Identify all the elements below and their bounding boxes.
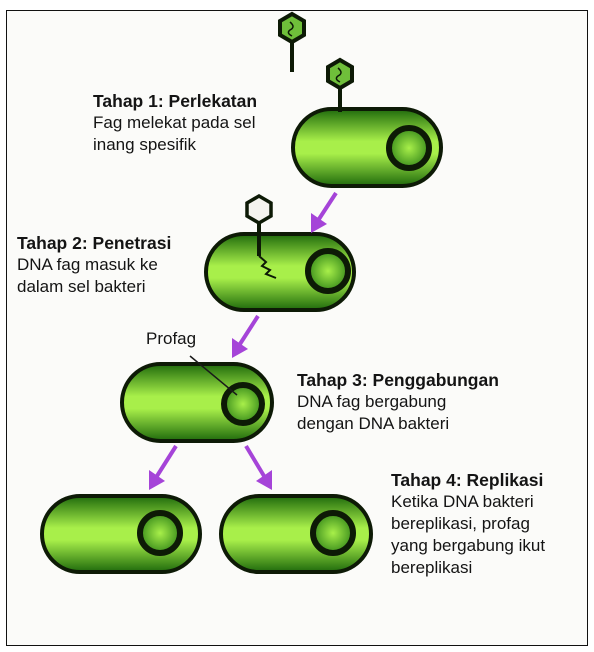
stage-1-line-2: inang spesifik — [93, 134, 257, 156]
stage-1-label: Tahap 1: Perlekatan Fag melekat pada sel… — [93, 90, 257, 156]
arrow-stage-3-to-4-right — [246, 446, 272, 490]
stage-3-label: Tahap 3: Penggabungan DNA fag bergabung … — [297, 369, 499, 435]
stage-4-line-1: Ketika DNA bakteri — [391, 491, 545, 513]
stage-3-line-2: dengan DNA bakteri — [297, 413, 499, 435]
stage-4-title: Tahap 4: Replikasi — [391, 469, 545, 491]
bacterial-cell-stage-3 — [122, 356, 272, 441]
stage-4-line-3: yang bergabung ikut — [391, 535, 545, 557]
stage-4-line-4: bereplikasi — [391, 557, 545, 579]
stage-1-title: Tahap 1: Perlekatan — [93, 90, 257, 112]
bacterial-cell-stage-2 — [206, 234, 354, 310]
bacteriophage-attached-icon — [328, 60, 352, 112]
arrow-stage-1-to-2 — [311, 193, 336, 233]
bacterial-chromosome-icon — [308, 251, 348, 291]
stage-2-line-1: DNA fag masuk ke — [17, 254, 171, 276]
bacterial-chromosome-icon — [140, 513, 180, 553]
stage-4-label: Tahap 4: Replikasi Ketika DNA bakteri be… — [391, 469, 545, 579]
stage-3-line-1: DNA fag bergabung — [297, 391, 499, 413]
stage-3-title: Tahap 3: Penggabungan — [297, 369, 499, 391]
stage-2-title: Tahap 2: Penetrasi — [17, 232, 171, 254]
bacterial-chromosome-icon — [224, 385, 262, 423]
stage-4-line-2: bereplikasi, profag — [391, 513, 545, 535]
arrow-stage-3-to-4-left — [149, 446, 176, 490]
arrow-stage-2-to-3 — [232, 316, 258, 358]
bacteriophage-icon — [280, 14, 304, 72]
bacterial-chromosome-icon — [389, 128, 429, 168]
stage-1-line-1: Fag melekat pada sel — [93, 112, 257, 134]
bacterial-cell-stage-4-left — [42, 496, 200, 572]
bacterial-chromosome-icon — [313, 513, 353, 553]
prophage-label: Profag — [146, 328, 196, 350]
bacterial-cell-stage-4-right — [221, 496, 371, 572]
bacterial-cell-stage-1 — [293, 109, 441, 186]
stage-2-label: Tahap 2: Penetrasi DNA fag masuk ke dala… — [17, 232, 171, 298]
stage-2-line-2: dalam sel bakteri — [17, 276, 171, 298]
